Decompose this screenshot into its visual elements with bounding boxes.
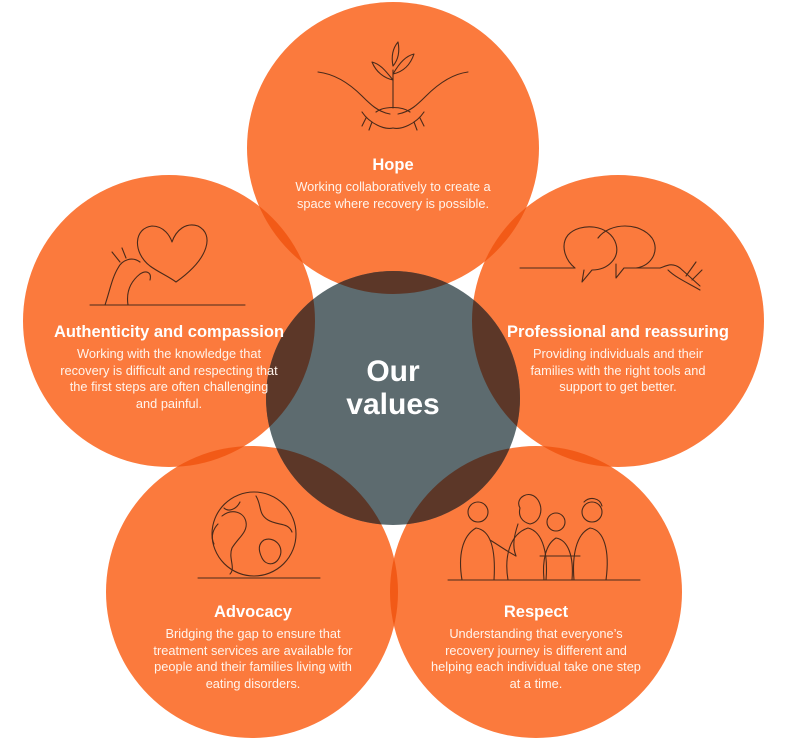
value-hope: Hope Working collaboratively to create a… — [293, 155, 493, 212]
value-description: Working collaboratively to create a spac… — [295, 179, 491, 211]
petal-professional-and-reassuring — [472, 175, 764, 467]
value-title: Hope — [372, 156, 414, 174]
petal-hope — [247, 2, 539, 294]
hands-holding-seedling-icon — [317, 41, 469, 131]
speech-bubbles-with-hand-writing-icon — [519, 225, 703, 291]
globe-icon — [197, 491, 321, 579]
value-professional-and-reassuring: Professional and reassuring Providing in… — [488, 322, 748, 396]
value-title: Authenticity and compassion — [53, 323, 285, 341]
value-description: Understanding that everyone’s recovery j… — [431, 626, 641, 691]
value-title: Professional and reassuring — [507, 323, 729, 341]
hand-holding-heart-icon — [89, 224, 246, 306]
petal-authenticity-and-compassion — [23, 175, 315, 467]
value-advocacy: Advocacy Bridging the gap to ensure that… — [138, 602, 368, 692]
value-authenticity-and-compassion: Authenticity and compassion Working with… — [36, 322, 302, 412]
value-description: Bridging the gap to ensure that treatmen… — [153, 626, 353, 691]
petal-advocacy — [106, 446, 398, 738]
value-respect: Respect Understanding that everyone’s re… — [426, 602, 646, 692]
value-description: Working with the knowledge that recovery… — [60, 346, 278, 411]
center-circle — [266, 271, 520, 525]
value-title: Advocacy — [214, 603, 292, 621]
group-of-people-icon — [447, 494, 641, 581]
value-description: Providing individuals and their families… — [530, 346, 706, 394]
value-title: Respect — [503, 603, 569, 621]
center-title: Our values — [346, 355, 440, 421]
petal-respect — [390, 446, 682, 738]
